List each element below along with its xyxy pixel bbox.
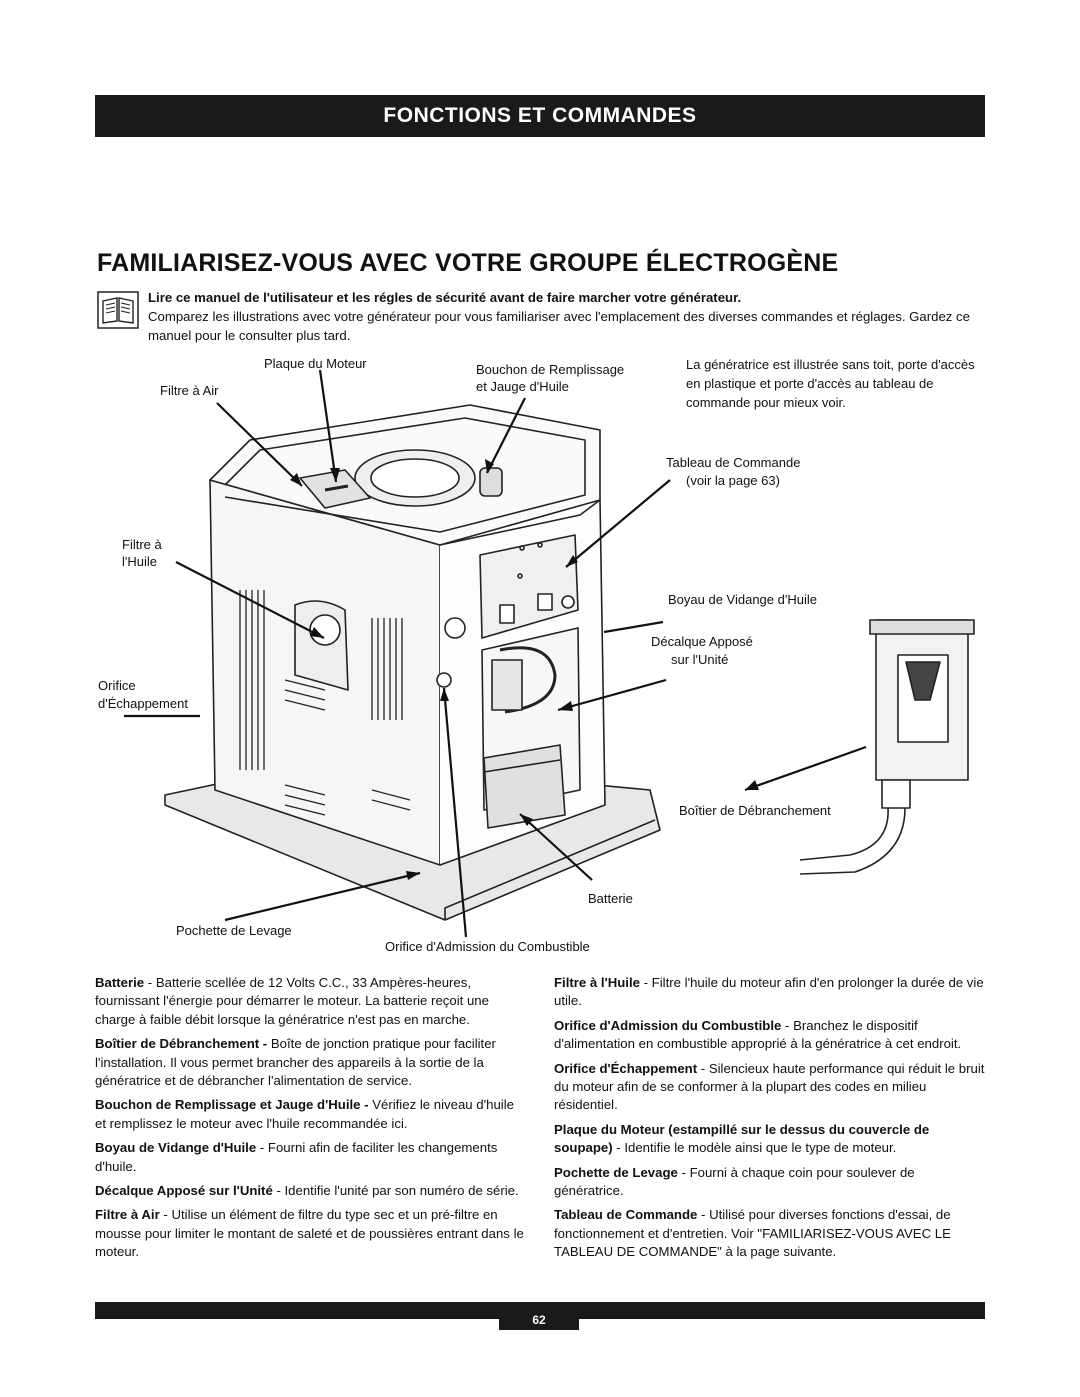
label-filtre-air: Filtre à Air	[160, 383, 219, 398]
leader-lines	[124, 369, 867, 938]
left-louvers	[239, 590, 411, 816]
intro-warning: Lire ce manuel de l'utilisateur et les r…	[148, 290, 742, 305]
label-bouchon-1: Bouchon de Remplissage	[476, 362, 625, 377]
fuel-inlet	[436, 672, 452, 688]
desc-filtre-huile: Filtre à l'Huile - Filtre l'huile du mot…	[554, 975, 984, 1009]
page-title: FAMILIARISEZ-VOUS AVEC VOTRE GROUPE ÉLEC…	[97, 249, 839, 277]
oil-filter-opening	[294, 600, 349, 691]
desc-boyau: Boyau de Vidange d'Huile - Fourni afin d…	[95, 1140, 498, 1174]
label-bouchon-2: et Jauge d'Huile	[476, 379, 569, 394]
label-orifice-1: Orifice	[98, 678, 136, 693]
descriptions-left: Batterie - Batterie scellée de 12 Volts …	[95, 974, 528, 1268]
desc-bouchon: Bouchon de Remplissage et Jauge d'Huile …	[95, 1097, 514, 1131]
desc-batterie: Batterie - Batterie scellée de 12 Volts …	[95, 975, 489, 1027]
label-boitier: Boîtier de Débranchement	[679, 803, 831, 818]
label-decalque-1: Décalque Apposé	[651, 634, 753, 649]
battery	[483, 744, 566, 829]
desc-pochette: Pochette de Levage - Fourni à chaque coi…	[554, 1164, 915, 1199]
label-boyau: Boyau de Vidange d'Huile	[668, 592, 817, 607]
section-banner: FONCTIONS ET COMMANDES	[95, 95, 985, 137]
label-illustration-note: La génératrice est illustrée sans toit, …	[686, 357, 975, 410]
desc-orifice: Orifice d'Échappement - Silencieux haute…	[554, 1060, 985, 1113]
arrow-heads	[290, 459, 759, 880]
disconnect-box	[799, 619, 975, 875]
desc-admission: Orifice d'Admission du Combustible - Bra…	[554, 1017, 962, 1052]
descriptions-right: Filtre à l'Huile - Filtre l'huile du mot…	[554, 974, 986, 1268]
intro-body: Comparez les illustrations avec votre gé…	[148, 309, 970, 343]
label-batterie: Batterie	[588, 891, 633, 906]
label-tableau-2: (voir la page 63)	[686, 473, 780, 488]
label-admission: Orifice d'Admission du Combustible	[385, 939, 590, 954]
label-orifice-2: d'Échappement	[98, 696, 188, 711]
label-plaque-moteur: Plaque du Moteur	[264, 356, 367, 371]
manual-book-icon	[97, 291, 139, 329]
label-tableau-1: Tableau de Commande	[666, 455, 801, 470]
intro-text: Lire ce manuel de l'utilisateur et les r…	[148, 288, 988, 345]
page-number-tab: 62	[499, 1302, 579, 1330]
label-filtre-huile-2: l'Huile	[122, 554, 157, 569]
desc-tableau: Tableau de Commande - Utilisé pour diver…	[554, 1207, 951, 1260]
desc-decalque: Décalque Apposé sur l'Unité - Identifie …	[95, 1183, 519, 1199]
desc-filtre-air: Filtre à Air - Utilise un élément de fil…	[95, 1207, 524, 1260]
oil-fill-cap	[479, 467, 503, 497]
label-pochette: Pochette de Levage	[176, 923, 292, 938]
page-number: 62	[532, 1313, 546, 1327]
label-filtre-huile-1: Filtre à	[122, 537, 162, 552]
desc-boitier: Boîtier de Débranchement - Boîte de jonc…	[95, 1036, 496, 1089]
section-title: FONCTIONS ET COMMANDES	[383, 104, 697, 127]
desc-plaque: Plaque du Moteur (estampillé sur le dess…	[554, 1121, 930, 1156]
label-decalque-2: sur l'Unité	[671, 652, 729, 667]
